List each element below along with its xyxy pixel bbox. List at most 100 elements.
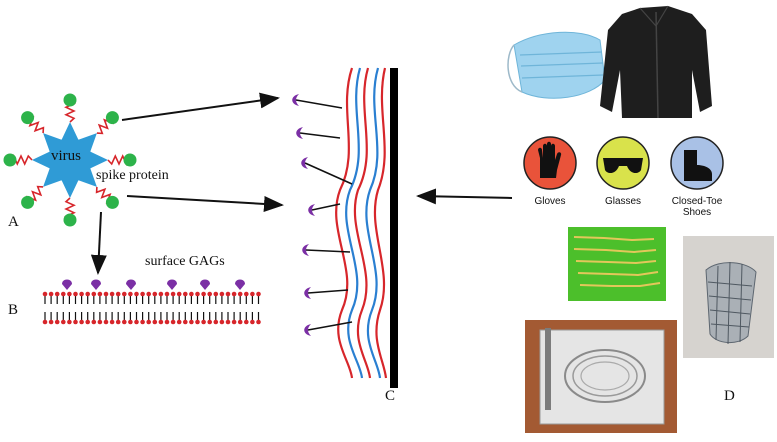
gag-marker xyxy=(167,279,177,290)
lipid-head xyxy=(115,291,121,297)
strand-red-1 xyxy=(335,67,354,379)
lipid-head xyxy=(219,291,225,297)
glycoprotein-head xyxy=(105,111,119,125)
lipid-head xyxy=(213,319,219,325)
gag-chain xyxy=(307,289,349,294)
glycoprotein-head xyxy=(105,195,119,209)
lipid-head xyxy=(176,319,182,325)
glycoprotein-head xyxy=(21,195,35,209)
lipid-head xyxy=(183,291,188,297)
lipid-head xyxy=(201,291,206,297)
lipid-head xyxy=(122,319,127,325)
lipid-head xyxy=(73,291,78,297)
glycoprotein-head xyxy=(63,93,77,107)
lipid-head xyxy=(170,319,176,325)
gloves-icon xyxy=(523,136,577,190)
gloves-label: Gloves xyxy=(534,196,566,207)
lipid-head xyxy=(195,291,200,297)
lipid-head xyxy=(91,291,97,297)
lipid-head xyxy=(97,319,103,325)
gag-marker xyxy=(304,324,311,336)
lipid-head xyxy=(237,291,243,297)
shoes-icon xyxy=(670,136,724,190)
lipid-head xyxy=(48,291,54,297)
lipid-head xyxy=(176,291,182,297)
arrow-ppe-to-surface xyxy=(416,188,513,205)
surface-gags-label: surface GAGs xyxy=(145,254,225,269)
lipid-head xyxy=(61,291,66,297)
gag-chain xyxy=(304,162,353,185)
lipid-head xyxy=(79,291,84,297)
lipid-head xyxy=(250,319,255,325)
shoes-label: Closed-Toe Shoes xyxy=(666,196,728,218)
lipid-head xyxy=(73,319,78,325)
tubing-package-image xyxy=(525,320,677,433)
panel-label-a: A xyxy=(8,214,19,230)
face-mask-image xyxy=(507,31,606,99)
lipid-head xyxy=(195,319,200,325)
stent-image xyxy=(683,236,774,358)
lipid-head xyxy=(109,291,115,297)
strand-red-2 xyxy=(353,67,372,379)
shoes-label-line1: Closed-Toe xyxy=(671,196,723,207)
lipid-head xyxy=(140,319,145,325)
jacket-image xyxy=(600,5,712,119)
lipid-head xyxy=(207,319,212,325)
lipid-head xyxy=(134,319,139,325)
gag-chain xyxy=(299,132,341,139)
lipid-head xyxy=(115,319,121,325)
lipid-head xyxy=(256,319,261,325)
shoes-label-line2: Shoes xyxy=(682,207,712,218)
lipid-head xyxy=(244,291,249,297)
lipid-head xyxy=(67,319,72,325)
surface-wall xyxy=(390,68,398,388)
lipid-head xyxy=(128,291,133,297)
virus-core xyxy=(48,138,92,182)
glycoprotein-head xyxy=(21,111,35,125)
strand-blue-2 xyxy=(365,67,382,379)
virus-spike-arms xyxy=(3,93,137,227)
gag-marker xyxy=(126,279,136,290)
lipid-head xyxy=(91,319,97,325)
gag-marker xyxy=(200,279,210,290)
lipid-head xyxy=(103,319,109,325)
glycoprotein-head xyxy=(3,153,17,167)
gag-marker xyxy=(62,279,72,290)
lipid-head xyxy=(146,291,151,297)
lipid-head xyxy=(146,319,151,325)
lipid-head xyxy=(256,291,261,297)
lipid-head xyxy=(213,291,219,297)
arrow-virus-to-membrane xyxy=(90,211,107,275)
lipid-head xyxy=(42,319,48,325)
lipid-head xyxy=(48,319,54,325)
gag-marker xyxy=(292,94,299,106)
gag-marker xyxy=(301,157,308,169)
ppe-icons xyxy=(523,136,724,190)
lipid-head xyxy=(231,319,237,325)
lipid-head xyxy=(244,319,249,325)
glasses-label: Glasses xyxy=(604,196,642,207)
lipid-head xyxy=(79,319,84,325)
lipid-head xyxy=(219,319,225,325)
gag-chain xyxy=(305,249,351,253)
lipid-head xyxy=(170,291,176,297)
virus-particle xyxy=(3,93,137,227)
lipid-head xyxy=(237,319,243,325)
glycoprotein-head xyxy=(123,153,137,167)
virus-label: virus xyxy=(51,148,81,164)
arrow-virus-to-cell-top xyxy=(121,92,280,121)
lipid-head xyxy=(189,291,194,297)
lipid-head xyxy=(61,319,66,325)
panel-label-b: B xyxy=(8,302,19,318)
glycoprotein-head xyxy=(63,213,77,227)
lipid-head xyxy=(250,291,255,297)
gag-chain xyxy=(311,203,341,211)
gag-marker xyxy=(296,127,303,139)
lipid-head xyxy=(183,319,188,325)
panel-label-d: D xyxy=(724,388,735,404)
lipid-head xyxy=(201,319,206,325)
lipid-head xyxy=(207,291,212,297)
lipid-head xyxy=(225,291,231,297)
lipid-head xyxy=(128,319,133,325)
